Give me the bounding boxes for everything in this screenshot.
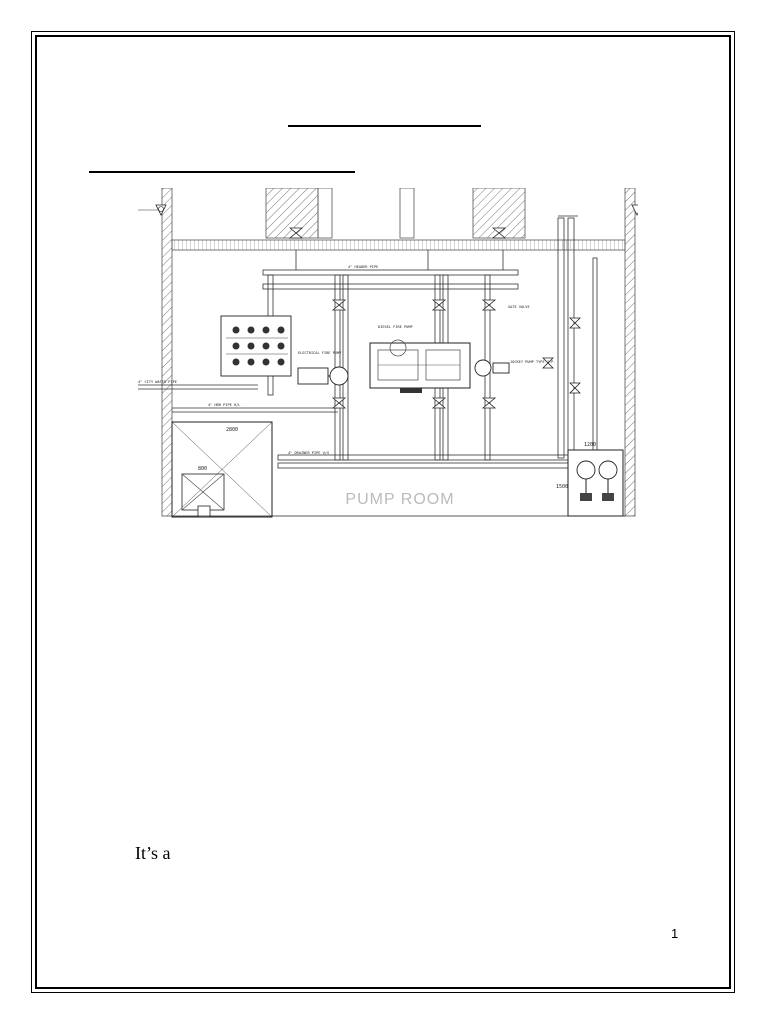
- control-panel: [220, 315, 292, 377]
- pressure-tank: [567, 449, 624, 517]
- label-suction: 4" HDR PIPE H/L: [208, 403, 240, 407]
- top-wall: [171, 239, 626, 251]
- dim-d: 1500: [556, 484, 568, 490]
- label-diesel-pump: DIESEL FIRE PUMP: [378, 325, 413, 329]
- label-city-water: 4" CITY WATER PIPE: [138, 380, 177, 384]
- right-wall: [624, 188, 636, 517]
- diesel-fire-pump: [369, 339, 471, 393]
- page-outer-border: [31, 31, 735, 993]
- water-tank-pit: [171, 421, 273, 518]
- page-number: 1: [671, 926, 679, 941]
- page-inner-border: [35, 35, 731, 989]
- valves: [288, 227, 581, 409]
- dim-c: 1200: [584, 442, 596, 448]
- room-label: PUMP ROOM: [345, 491, 454, 508]
- return-pipe: [138, 384, 579, 469]
- jockey-pump: [474, 359, 510, 377]
- left-column: [265, 188, 319, 239]
- body-paragraph: It’s a: [135, 843, 171, 863]
- header-pipes: [262, 215, 598, 459]
- label-valve: GATE VALVE: [508, 305, 530, 309]
- label-drain: 4" DRAINER PIPE U/G: [288, 451, 329, 455]
- label-electric-pump: ELECTRICAL FIRE PUMP: [298, 351, 341, 355]
- dim-b: 800: [198, 466, 207, 472]
- left-wall: [161, 188, 173, 517]
- label-header: 4" HEADER PIPE: [348, 265, 378, 269]
- electric-fire-pump: [297, 366, 349, 386]
- section-marker-right: [631, 204, 638, 216]
- pump-room-drawing: 4" HEADER PIPE 4" HDR PIPE H/L 4" DRAINE…: [138, 188, 638, 518]
- subtitle-underline: [89, 171, 355, 173]
- section-marker-left: [138, 204, 167, 216]
- dim-a: 2800: [226, 427, 238, 433]
- pump-room-plan-svg: 4" HEADER PIPE 4" HDR PIPE H/L 4" DRAINE…: [138, 188, 638, 518]
- label-jockey-pump: JOCKEY PUMP TYPE J.P.: [510, 360, 555, 364]
- title-underline: [288, 125, 481, 127]
